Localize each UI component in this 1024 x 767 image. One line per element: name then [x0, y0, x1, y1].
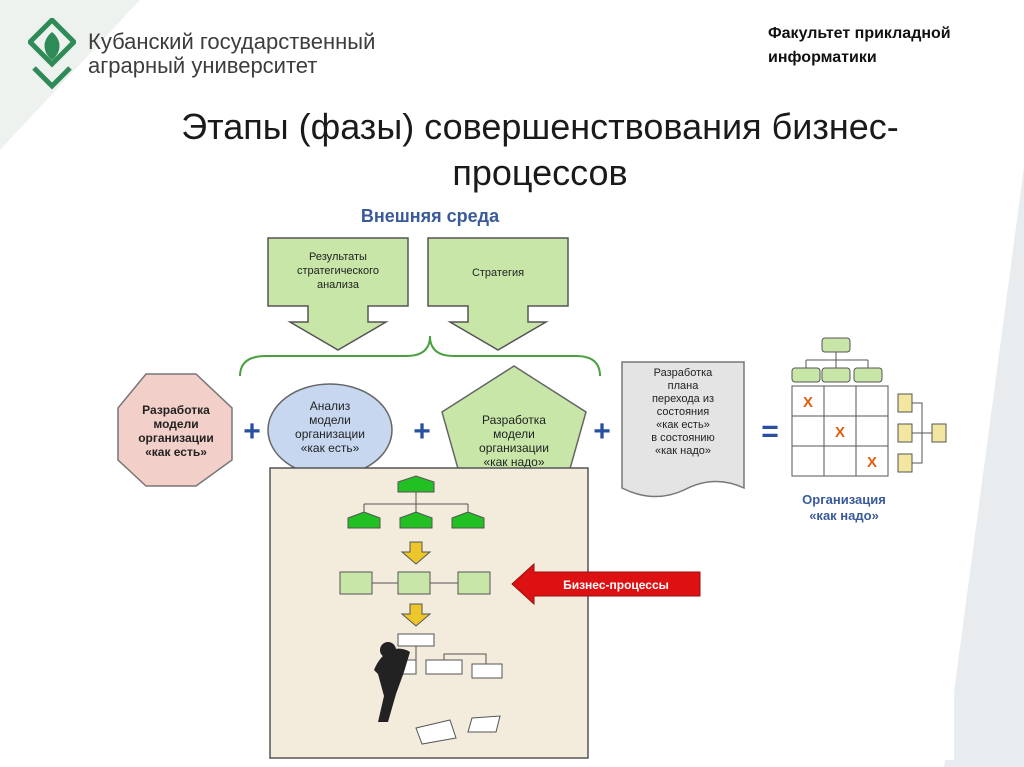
as-is-dev-line2: модели: [153, 417, 198, 431]
corner-decoration-bottom: [944, 167, 1024, 767]
transition-line2: плана: [668, 380, 700, 392]
to-be-dev-line4: «как надо»: [483, 455, 544, 469]
transition-line7: «как надо»: [655, 445, 711, 457]
faculty-line1: Факультет прикладной: [768, 25, 951, 42]
result-line1: Организация: [802, 492, 886, 507]
business-processes-arrow: Бизнес-процессы: [511, 562, 701, 606]
diagram-canvas: Внешняя среда Результаты стратегического…: [117, 206, 947, 759]
matrix-x-mark-2: X: [835, 424, 845, 441]
to-be-model-development-pentagon: Разработка модели организации «как надо»: [441, 365, 587, 491]
analysis-line3: организации: [295, 427, 365, 441]
slide-title-line2: процессов: [452, 152, 628, 193]
results-line1: Результаты: [309, 251, 367, 263]
university-name-line2: аграрный университет: [88, 53, 318, 78]
to-be-organization-structure: X X X Организация «как надо»: [791, 337, 947, 523]
results-line2: стратегического: [297, 265, 379, 277]
analysis-line1: Анализ: [310, 399, 351, 413]
transition-line4: состояния: [657, 406, 709, 418]
matrix-x-mark-3: X: [867, 454, 877, 471]
matrix-x-mark-1: X: [803, 394, 813, 411]
results-line3: анализа: [317, 279, 360, 291]
slide-title-line1: Этапы (фазы) совершенствования бизнес-: [181, 106, 899, 147]
as-is-model-development-octagon: Разработка модели организации «как есть»: [117, 373, 233, 487]
transition-line6: в состоянию: [651, 432, 715, 444]
transition-line3: перехода из: [652, 393, 714, 405]
to-be-dev-line2: модели: [493, 427, 535, 441]
university-name: Кубанский государственный аграрный униве…: [88, 30, 375, 78]
process-modeling-panel: [269, 467, 589, 759]
strategy-box: Стратегия: [427, 237, 569, 351]
grouping-brace: [239, 335, 601, 377]
plus-sign-2: +: [413, 415, 431, 448]
to-be-dev-line1: Разработка: [482, 413, 546, 427]
faculty-name: Факультет прикладной информатики: [768, 22, 951, 70]
transition-line5: «как есть»: [656, 419, 710, 431]
analysis-line2: модели: [309, 413, 351, 427]
faculty-line2: информатики: [768, 49, 877, 66]
as-is-dev-line4: «как есть»: [145, 445, 207, 459]
transition-plan-document: Разработка плана перехода из состояния «…: [621, 361, 745, 498]
slide-title: Этапы (фазы) совершенствования бизнес- п…: [100, 104, 980, 196]
external-environment-label: Внешняя среда: [361, 206, 500, 226]
business-processes-label: Бизнес-процессы: [563, 578, 669, 592]
plus-sign-3: +: [593, 415, 611, 448]
university-name-line1: Кубанский государственный: [88, 29, 376, 54]
as-is-model-analysis-ellipse: Анализ модели организации «как есть»: [267, 383, 393, 477]
plus-sign-1: +: [243, 415, 261, 448]
university-logo: [28, 18, 76, 90]
as-is-dev-line3: организации: [138, 431, 214, 445]
process-diagram: Внешняя среда Результаты стратегического…: [116, 198, 954, 760]
result-line2: «как надо»: [809, 508, 879, 523]
analysis-line4: «как есть»: [301, 441, 360, 455]
strategy-label: Стратегия: [472, 267, 524, 279]
to-be-dev-line3: организации: [479, 441, 549, 455]
equals-sign: =: [761, 415, 779, 448]
strategic-analysis-results-box: Результаты стратегического анализа: [267, 237, 409, 351]
as-is-dev-line1: Разработка: [142, 403, 210, 417]
transition-line1: Разработка: [654, 367, 714, 379]
